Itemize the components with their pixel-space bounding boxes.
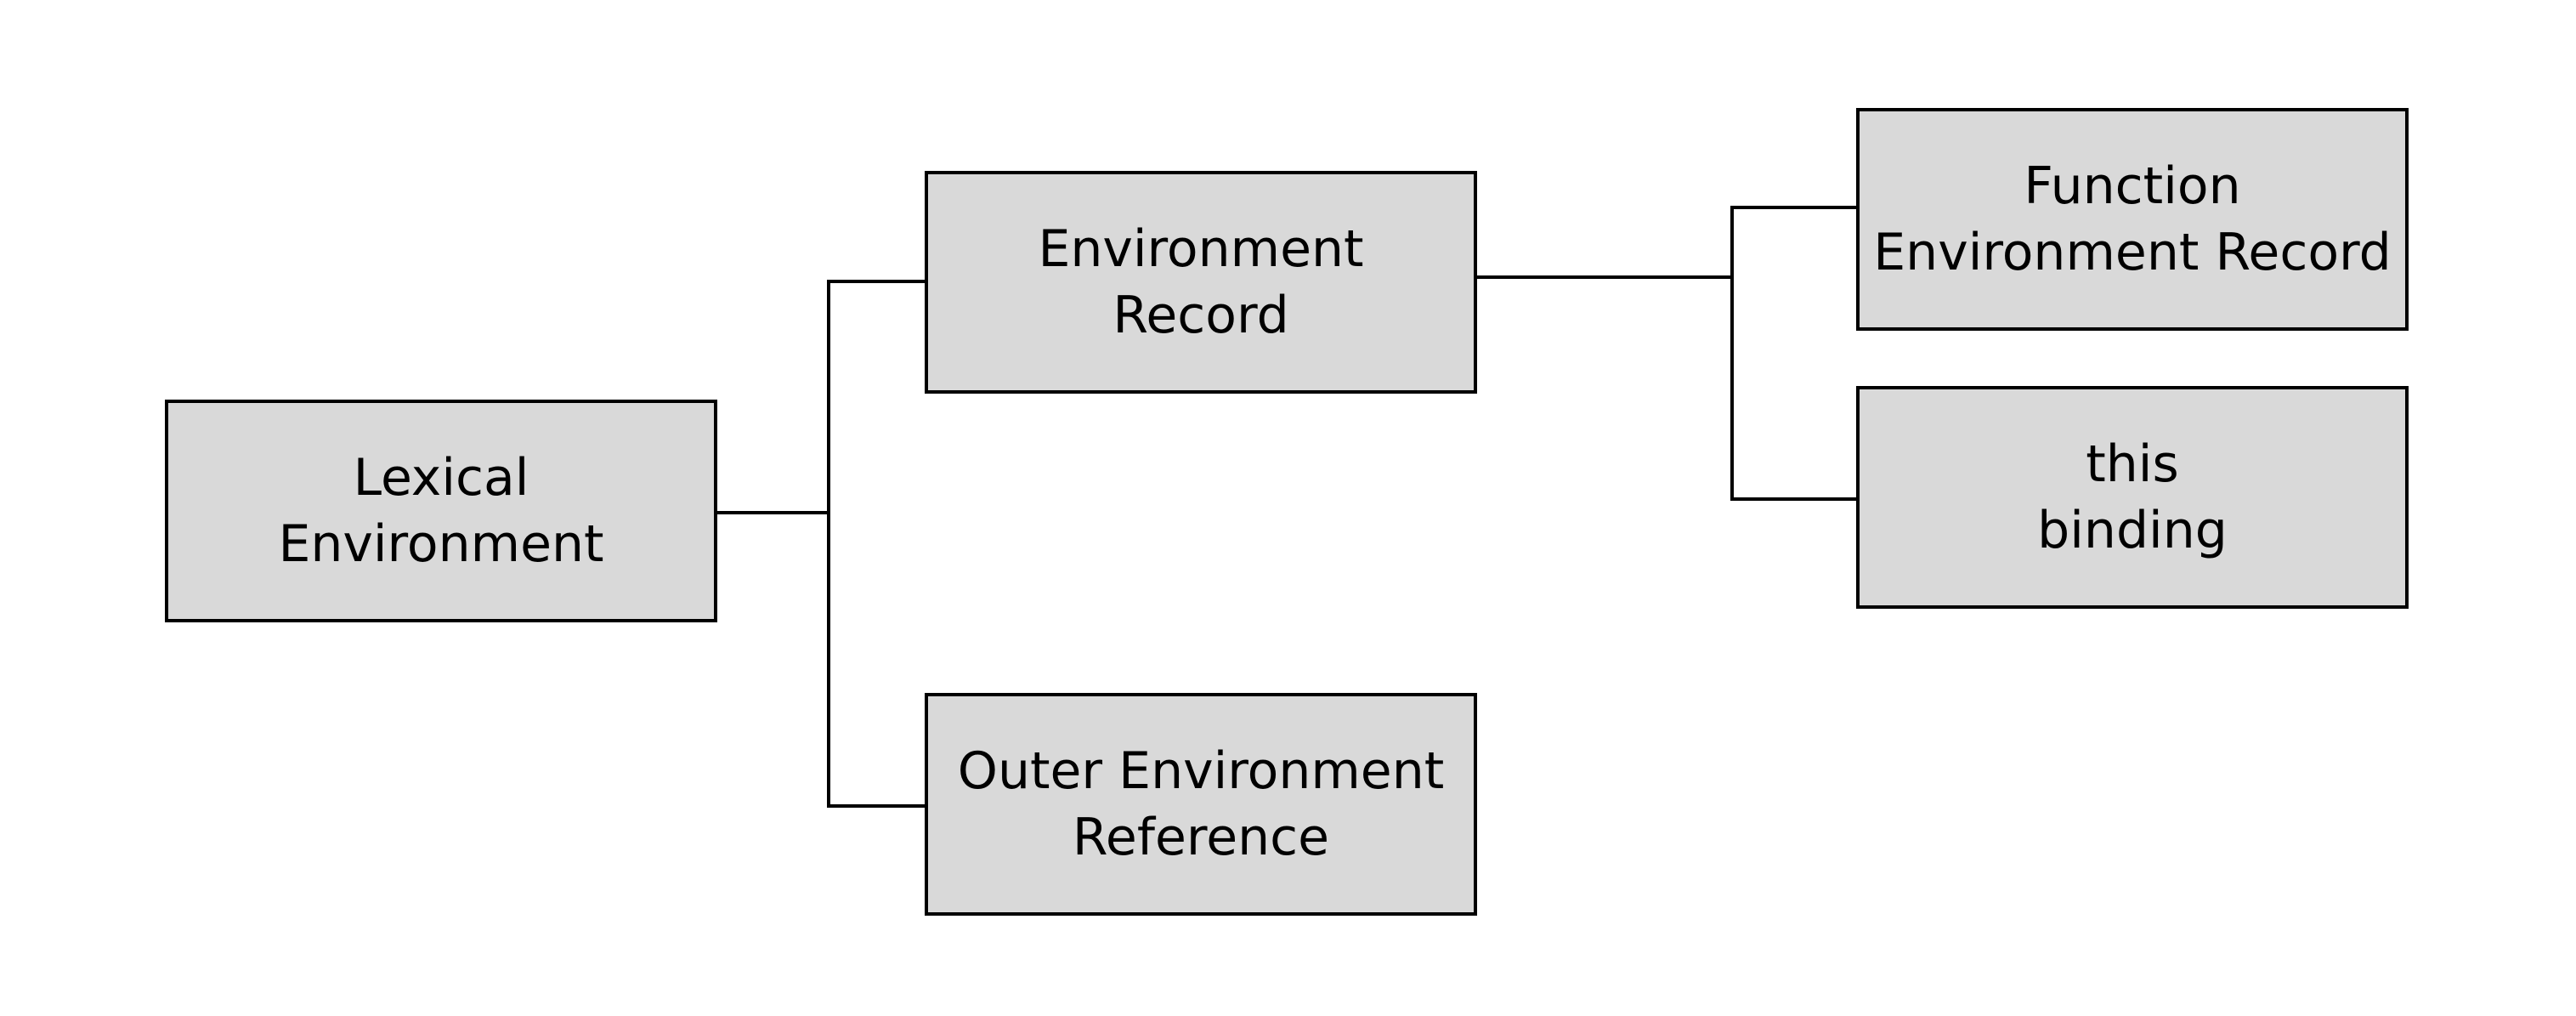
this-binding-label-line2: binding xyxy=(2037,501,2228,560)
this-binding-label-line1: this xyxy=(2086,434,2179,494)
connector-lexical-to-children xyxy=(716,280,926,808)
environment-record-label-line1: Environment xyxy=(1038,219,1364,279)
this-binding-node: this binding xyxy=(1856,386,2409,609)
environment-record-node: Environment Record xyxy=(925,171,1477,394)
lexical-environment-node: Lexical Environment xyxy=(165,400,717,622)
function-environment-record-label-line2: Environment Record xyxy=(1873,223,2392,282)
outer-environment-reference-label-line2: Reference xyxy=(1072,808,1330,867)
outer-environment-reference-node: Outer Environment Reference xyxy=(925,693,1477,916)
connector-envrec-to-children xyxy=(1475,206,1858,501)
lexical-environment-label-line1: Lexical xyxy=(353,448,529,508)
lexical-environment-label-line2: Environment xyxy=(278,514,604,574)
function-environment-record-label-line1: Function xyxy=(2024,156,2241,216)
outer-environment-reference-label-line1: Outer Environment xyxy=(957,741,1445,801)
function-environment-record-node: Function Environment Record xyxy=(1856,108,2409,331)
environment-record-label-line2: Record xyxy=(1112,286,1289,345)
